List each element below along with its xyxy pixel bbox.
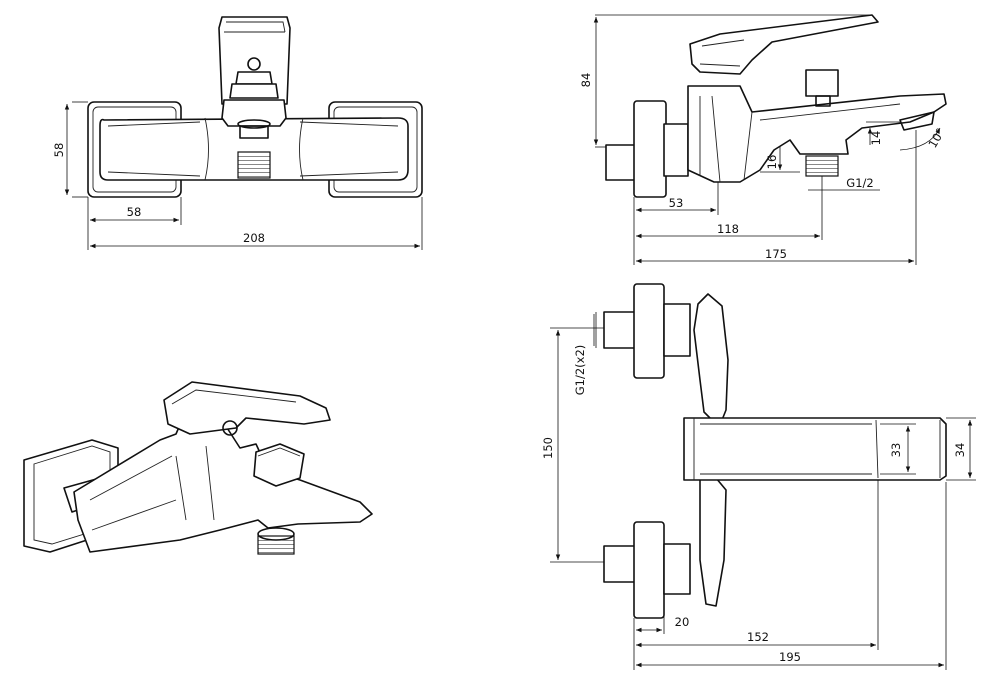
front-view [64, 16, 423, 250]
front-dim-height: 58 [52, 143, 66, 158]
top-dim-152: 152 [747, 630, 769, 644]
side-dim-offset2: 118 [717, 222, 739, 236]
top-view [550, 283, 976, 670]
front-dim-offset: 58 [127, 205, 142, 219]
top-dim-20: 20 [675, 615, 690, 629]
top-dim-center: 150 [541, 437, 555, 459]
side-thread: G1/2 [846, 176, 873, 190]
top-dim-34: 34 [953, 443, 967, 458]
top-dim-195: 195 [779, 650, 801, 664]
isometric-view [23, 381, 373, 555]
side-dim-offset1: 53 [669, 196, 684, 210]
side-dim-16: 16 [765, 155, 779, 170]
side-view [593, 14, 947, 265]
side-dim-14: 14 [869, 131, 883, 146]
side-dim-height: 84 [579, 73, 593, 88]
front-dim-width: 208 [243, 231, 265, 245]
side-angle: 10° [925, 126, 947, 151]
side-dim-width: 175 [765, 247, 787, 261]
top-dim-33: 33 [889, 443, 903, 458]
top-dim-inlet: G1/2(x2) [573, 345, 587, 396]
